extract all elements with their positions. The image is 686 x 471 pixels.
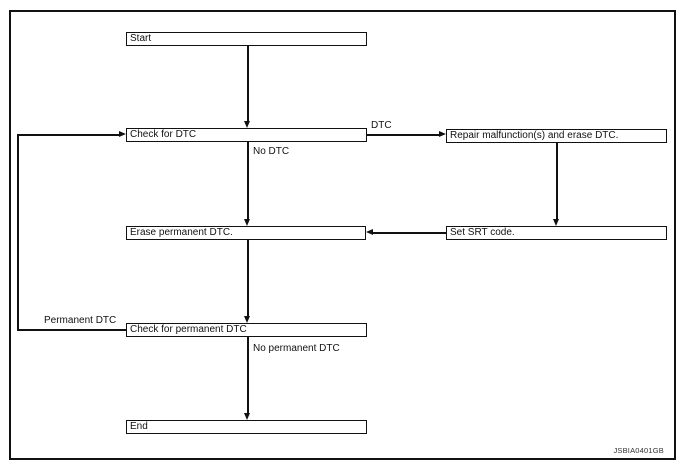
connector-check-dtc-to-repair bbox=[367, 134, 439, 136]
arrowhead-right-icon bbox=[439, 131, 446, 137]
figure-code: JSBIA0401GB bbox=[613, 446, 664, 455]
arrowhead-down-icon bbox=[553, 219, 559, 226]
arrowhead-right-icon bbox=[119, 131, 126, 137]
connector-check-permanent-to-end bbox=[247, 337, 249, 413]
node-erase-permanent-dtc: Erase permanent DTC. bbox=[126, 226, 366, 240]
node-check-for-dtc: Check for DTC bbox=[126, 128, 367, 142]
connector-repair-to-set-srt bbox=[556, 143, 558, 219]
edge-label-no-permanent-dtc: No permanent DTC bbox=[253, 343, 340, 355]
arrowhead-down-icon bbox=[244, 219, 250, 226]
arrowhead-down-icon bbox=[244, 316, 250, 323]
arrowhead-left-icon bbox=[366, 229, 373, 235]
node-end: End bbox=[126, 420, 367, 434]
node-set-srt-code-label: Set SRT code. bbox=[450, 227, 515, 238]
node-check-for-permanent-dtc: Check for permanent DTC bbox=[126, 323, 367, 337]
edge-label-permanent-dtc: Permanent DTC bbox=[44, 315, 117, 327]
node-end-label: End bbox=[130, 421, 148, 432]
node-check-for-permanent-dtc-label: Check for permanent DTC bbox=[130, 324, 247, 335]
node-set-srt-code: Set SRT code. bbox=[446, 226, 667, 240]
edge-label-no-dtc: No DTC bbox=[253, 146, 290, 158]
edge-label-dtc: DTC bbox=[371, 120, 392, 132]
node-check-for-dtc-label: Check for DTC bbox=[130, 129, 197, 140]
node-start: Start bbox=[126, 32, 367, 46]
connector-set-srt-to-erase-permanent bbox=[373, 232, 446, 234]
connector-loop-vertical-segment bbox=[17, 135, 19, 330]
connector-start-to-check-dtc bbox=[247, 46, 249, 121]
connector-erase-permanent-to-check-permanent bbox=[247, 240, 249, 316]
arrowhead-down-icon bbox=[244, 121, 250, 128]
node-repair-and-erase-dtc-label: Repair malfunction(s) and erase DTC. bbox=[450, 130, 619, 141]
node-start-label: Start bbox=[130, 33, 152, 44]
arrowhead-down-icon bbox=[244, 413, 250, 420]
node-repair-and-erase-dtc: Repair malfunction(s) and erase DTC. bbox=[446, 129, 667, 143]
connector-loop-top-segment bbox=[17, 134, 119, 136]
connector-check-dtc-to-erase-permanent bbox=[247, 142, 249, 219]
connector-loop-bottom-segment bbox=[17, 329, 126, 331]
node-erase-permanent-dtc-label: Erase permanent DTC. bbox=[130, 227, 233, 238]
